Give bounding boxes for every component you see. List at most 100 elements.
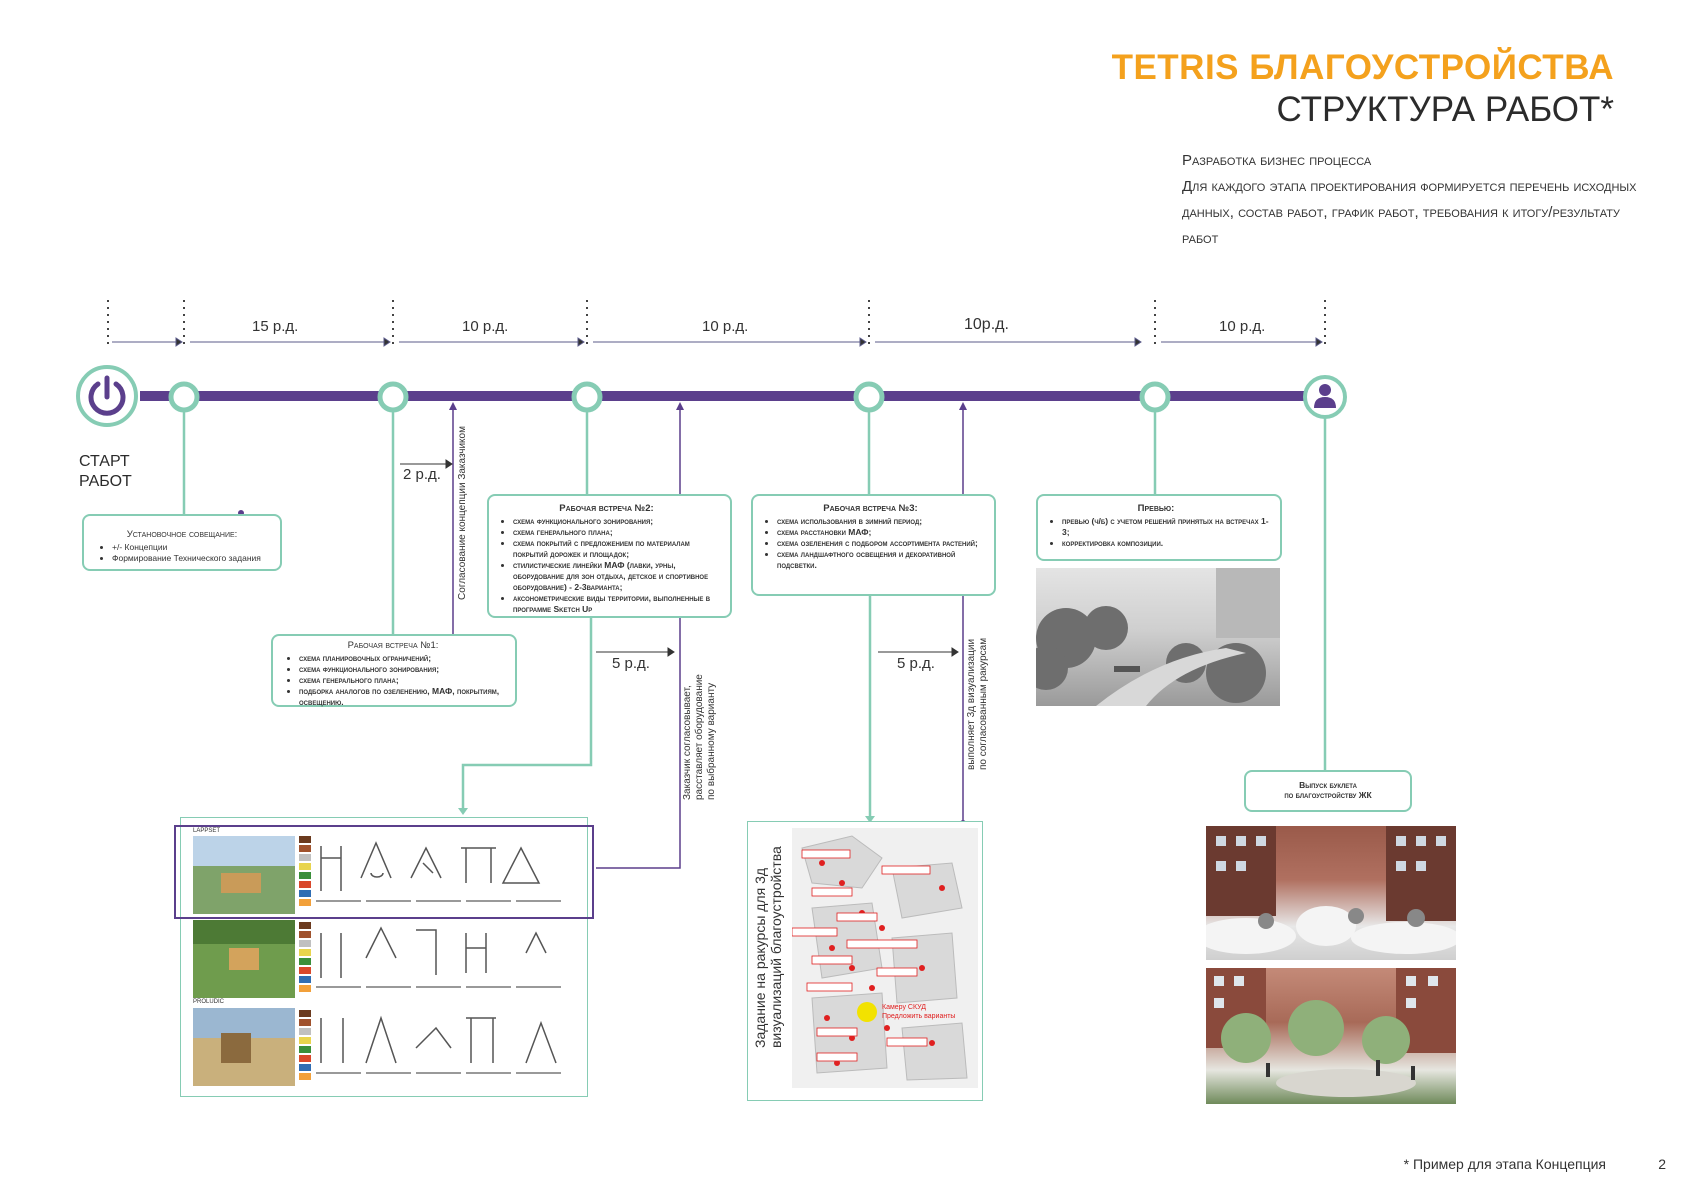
color-swatch — [299, 985, 311, 992]
milestone-node — [853, 381, 885, 413]
meeting1-box: Рабочая встреча №1: схема планировочных … — [271, 634, 517, 707]
meeting3-item: схема расстановки МАФ; — [777, 527, 986, 538]
start-label-2: РАБОТ — [79, 473, 132, 490]
duration-5a: 5 р.д. — [612, 655, 650, 672]
meeting2-box: Рабочая встреча №2: схема функциональног… — [487, 494, 732, 618]
customer-agrees-3: по выбранному варианту — [706, 682, 717, 800]
color-swatch — [299, 890, 311, 897]
meeting1-item: схема генерального плана; — [299, 675, 509, 686]
kickoff-item: Формирование Технического задания — [112, 553, 274, 564]
booklet-line2: по благоустройству ЖК — [1284, 790, 1372, 800]
color-swatch — [299, 1037, 311, 1044]
intro-text: Разработка бизнес процесса Для каждого э… — [1182, 148, 1652, 252]
color-swatch — [299, 872, 311, 879]
visualization-2: по согласованным ракурсам — [978, 637, 989, 770]
color-swatch — [299, 1064, 311, 1071]
booklet-render-winter — [1206, 826, 1456, 960]
booklet-line1: Выпуск буклета — [1299, 780, 1357, 790]
color-swatch — [299, 863, 311, 870]
duration-5b: 5 р.д. — [897, 655, 935, 672]
preview-item: превью (ч/б) с учетом решений принятых н… — [1062, 516, 1272, 538]
meeting3-title: Рабочая встреча №3: — [823, 503, 918, 514]
viewpoint-task-1: Задание на ракурсы для 3д — [752, 867, 768, 1048]
page-number: 2 — [1658, 1156, 1666, 1172]
preview-title: Превью: — [1137, 503, 1175, 514]
color-swatch — [299, 1028, 311, 1035]
duration-label: 10 р.д. — [1219, 318, 1266, 335]
preview-render-image — [1036, 568, 1280, 706]
kickoff-box: Установочное совещание: +/- КонцепцииФор… — [82, 514, 282, 571]
meeting2-item: схема функционального зонирования; — [513, 516, 722, 527]
preview-item: корректировка композиции. — [1062, 538, 1272, 549]
intro-line-2: Для каждого этапа проектирования формиру… — [1182, 178, 1637, 247]
color-swatch — [299, 1010, 311, 1017]
visualization-1: выполняет 3д визуализации — [966, 638, 977, 770]
color-swatch — [299, 976, 311, 983]
color-swatch — [299, 931, 311, 938]
page-title: СТРУКТУРА РАБОТ* — [1276, 90, 1614, 129]
viewpoint-task-2: визуализаций благоустройства — [768, 846, 784, 1048]
meeting2-item: аксонометрические виды территории, выпол… — [513, 593, 722, 615]
customer-agrees-label: Заказчик согласовывает, расставляет обор… — [682, 674, 718, 800]
meeting3-box: Рабочая встреча №3: схема использования … — [751, 494, 996, 596]
milestone-node — [1139, 381, 1171, 413]
color-swatch — [299, 1055, 311, 1062]
color-swatch — [299, 845, 311, 852]
meeting2-item: схема генерального плана; — [513, 527, 722, 538]
equipment-catalog: LAPPSET PROLUDIC — [180, 817, 588, 1097]
meeting2-item: стилистические линейки МАФ (лавки, урны,… — [513, 560, 722, 593]
catalog-row-label: LAPPSET — [193, 828, 220, 834]
color-swatch — [299, 1046, 311, 1053]
color-swatch — [299, 922, 311, 929]
booklet-render-summer — [1206, 968, 1456, 1104]
duration-label: 15 р.д. — [252, 318, 299, 335]
power-icon — [76, 365, 138, 427]
milestone-node — [377, 381, 409, 413]
milestone-node — [168, 381, 200, 413]
color-swatch — [299, 940, 311, 947]
milestone-node — [571, 381, 603, 413]
color-swatch — [299, 949, 311, 956]
meeting3-item: схема ландшафтного освещения и декоратив… — [777, 549, 986, 571]
plan-label: Камеру СКУД — [882, 1004, 926, 1011]
meeting2-item: схема покрытий с предложением по материа… — [513, 538, 722, 560]
color-swatch — [299, 958, 311, 965]
color-swatch — [299, 836, 311, 843]
start-label-1: СТАРТ — [79, 453, 130, 470]
meeting3-item: схема использования в зимний период; — [777, 516, 986, 527]
person-icon — [1303, 375, 1347, 419]
meeting1-item: схема планировочных ограничений; — [299, 653, 509, 664]
duration-2: 2 р.д. — [403, 466, 441, 483]
kickoff-title: Установочное совещание: — [126, 529, 238, 540]
meeting1-title: Рабочая встреча №1: — [347, 640, 439, 651]
meeting1-item: схема функционального зонирования; — [299, 664, 509, 675]
intro-line-1: Разработка бизнес процесса — [1182, 152, 1372, 169]
color-swatch — [299, 899, 311, 906]
customer-agrees-2: расставляет оборудование — [694, 674, 705, 800]
preview-box: Превью: превью (ч/б) с учетом решений пр… — [1036, 494, 1282, 561]
title-accent: TETRIS БЛАГОУСТРОЙСТВА — [1111, 48, 1614, 87]
viewpoint-plan: Задание на ракурсы для 3д визуализаций б… — [747, 821, 983, 1101]
duration-label: 10 р.д. — [462, 318, 509, 335]
color-palette — [299, 836, 311, 1080]
color-swatch — [299, 1073, 311, 1080]
customer-agrees-1: Заказчик согласовывает, — [682, 685, 693, 800]
color-swatch — [299, 854, 311, 861]
viewpoint-task-label: Задание на ракурсы для 3д визуализаций б… — [752, 846, 784, 1048]
duration-label: 10р.д. — [964, 316, 1009, 333]
booklet-box: Выпуск буклета по благоустройству ЖК — [1244, 770, 1412, 812]
start-label: СТАРТ РАБОТ — [79, 452, 132, 492]
meeting2-title: Рабочая встреча №2: — [559, 503, 654, 514]
color-swatch — [299, 881, 311, 888]
color-swatch — [299, 1019, 311, 1026]
kickoff-item: +/- Концепции — [112, 542, 274, 553]
catalog-row-label: PROLUDIC — [193, 999, 225, 1005]
selected-variant-frame — [174, 825, 594, 919]
meeting1-item: подборка аналогов по озеленению, МАФ, по… — [299, 686, 509, 708]
color-swatch — [299, 967, 311, 974]
meeting3-item: схема озеленения с подбором ассортимента… — [777, 538, 986, 549]
plan-label: Предложить варианты — [882, 1013, 955, 1020]
visualization-label: выполняет 3д визуализации по согласованн… — [966, 638, 990, 770]
footnote: * Пример для этапа Концепция — [1403, 1156, 1606, 1172]
approve-concept-label: Согласование концепции Заказчиком — [457, 426, 468, 600]
